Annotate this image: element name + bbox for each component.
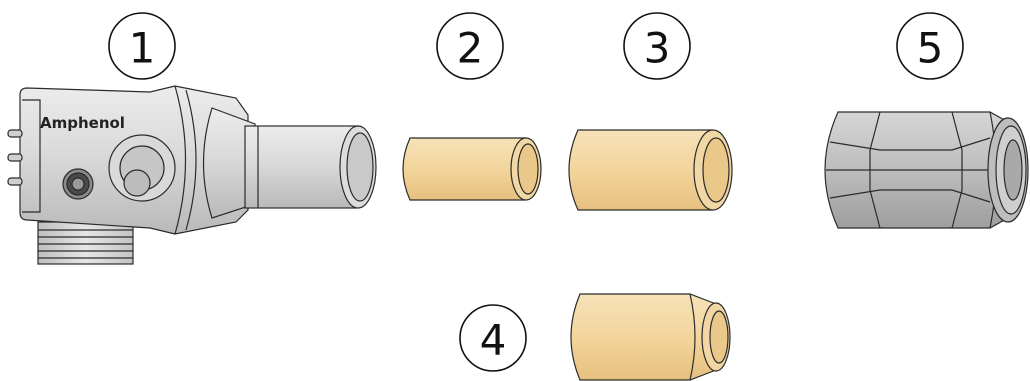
callout-1-circle [108,12,176,80]
callout-5: 5 [896,12,964,80]
callout-4-circle [459,304,527,372]
callout-1: 1 [108,12,176,80]
part-1-connector-body: Amphenol [7,85,249,265]
callout-5-circle [896,12,964,80]
callout-3: 3 [623,12,691,80]
part-2-brass-sleeve [402,137,542,201]
callout-1-label: 1 [129,24,156,73]
callout-3-label: 3 [644,24,671,73]
side-pins [7,129,23,186]
part-3-brass-sleeve [568,129,733,211]
part-4-brass-ferrule [570,293,731,381]
part-1-connector-nose [202,107,377,219]
part-5-coupling-nut [824,111,1029,229]
callout-2: 2 [436,12,504,80]
callout-4-label: 4 [480,316,507,365]
callout-4: 4 [459,304,527,372]
callout-5-label: 5 [917,24,944,73]
brand-label: Amphenol [40,114,125,132]
callout-3-circle [623,12,691,80]
callout-2-circle [436,12,504,80]
coding-disc-icon [62,168,94,200]
threaded-stub [37,221,134,265]
callout-2-label: 2 [457,24,484,73]
